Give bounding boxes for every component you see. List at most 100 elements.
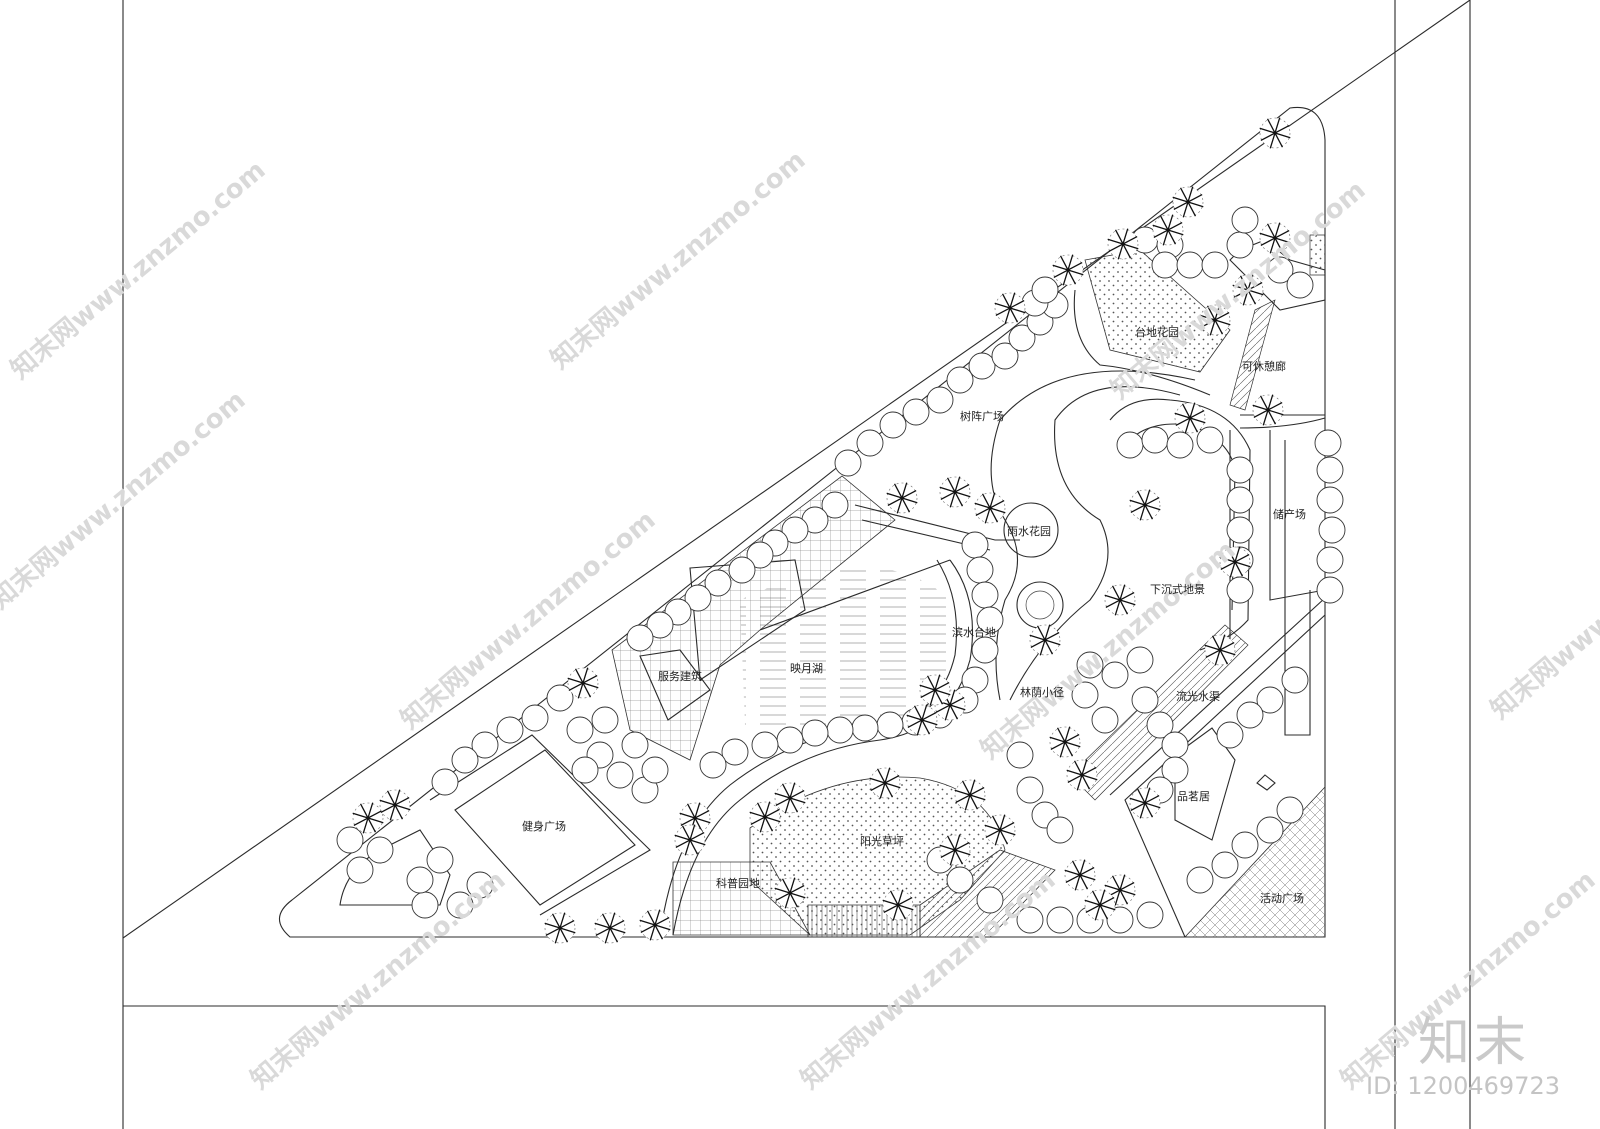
feature-tree <box>1232 274 1264 306</box>
tree-canopy <box>776 726 804 754</box>
tree-canopy <box>1316 456 1344 484</box>
tree-canopy <box>834 449 862 477</box>
tree-canopy <box>1226 516 1254 544</box>
tree-canopy <box>1316 486 1344 514</box>
watermark-text-8: 知末网www.znzmo.com <box>245 865 511 1095</box>
tree-canopy <box>1226 456 1254 484</box>
tree-canopy <box>1256 816 1284 844</box>
feature-tree <box>1066 759 1098 791</box>
tree-canopy <box>1146 711 1174 739</box>
tree-canopy <box>571 756 599 784</box>
tree-canopy <box>1006 741 1034 769</box>
tree-canopy <box>1231 206 1259 234</box>
label-fitness-plaza: 健身广场 <box>522 819 566 833</box>
tree-canopy <box>1316 576 1344 604</box>
feature-tree <box>1252 394 1284 426</box>
tree-canopy <box>966 556 994 584</box>
tree-canopy <box>856 429 884 457</box>
tree-canopy <box>1126 646 1154 674</box>
tree-canopy <box>496 716 524 744</box>
tree-canopy <box>976 606 1004 634</box>
tree-canopy <box>781 516 809 544</box>
tree-canopy <box>971 581 999 609</box>
feature-tree <box>882 889 914 921</box>
feature-tree <box>1152 214 1184 246</box>
label-tree-array-plaza: 树阵广场 <box>960 409 1004 423</box>
label-heritage-plaza: 储产场 <box>1273 507 1306 521</box>
paving-areas <box>611 234 1326 938</box>
tree-canopy <box>626 624 654 652</box>
tree-canopy <box>721 738 749 766</box>
feature-tree <box>1064 859 1096 891</box>
tree-canopy <box>976 886 1004 914</box>
feature-tree <box>906 704 938 736</box>
tree-canopy <box>1131 686 1159 714</box>
watermark-text-2: 知末网www.znzmo.com <box>545 145 811 375</box>
feature-tree <box>1029 624 1061 656</box>
tree-canopy <box>1256 686 1284 714</box>
feature-tree <box>1052 254 1084 286</box>
tree-canopy <box>704 569 732 597</box>
tree-canopy <box>1106 906 1134 934</box>
feature-tree <box>1259 222 1291 254</box>
feature-tree <box>594 912 626 944</box>
feature-tree <box>1107 228 1139 260</box>
tree-canopy <box>876 711 904 739</box>
tree-canopy <box>801 719 829 747</box>
feature-tree <box>1049 726 1081 758</box>
brand-watermark: 知末 <box>1417 1013 1530 1073</box>
feature-tree <box>639 909 671 941</box>
feature-tree <box>1199 304 1231 336</box>
tree-canopy <box>1031 276 1059 304</box>
tree-canopy <box>641 756 669 784</box>
tree-canopy <box>968 352 996 380</box>
tree-canopy <box>926 386 954 414</box>
label-sunshine-lawn: 阳光草坪 <box>860 834 904 848</box>
tree-canopy <box>1161 731 1189 759</box>
tree-canopy <box>751 731 779 759</box>
tree-canopy <box>991 342 1019 370</box>
tree-canopy <box>606 761 634 789</box>
label-flowing-channel: 流光水渠 <box>1176 689 1220 703</box>
tree-canopy <box>1008 324 1036 352</box>
feature-tree <box>984 814 1016 846</box>
tree-canopy <box>1196 426 1224 454</box>
feature-tree <box>379 789 411 821</box>
feature-tree <box>974 492 1006 524</box>
tree-canopy <box>336 826 364 854</box>
tree-canopy <box>1201 251 1229 279</box>
tree-canopy <box>406 866 434 894</box>
tree-canopy <box>1266 256 1294 284</box>
tree-canopy <box>1136 901 1164 929</box>
tree-canopy <box>821 491 849 519</box>
feature-tree <box>939 834 971 866</box>
tree-canopy <box>366 836 394 864</box>
feature-tree <box>567 667 599 699</box>
feature-tree <box>869 767 901 799</box>
feature-tree <box>1219 546 1251 578</box>
feature-tree <box>774 877 806 909</box>
tree-canopy <box>431 768 459 796</box>
tree-canopy <box>1226 231 1254 259</box>
tree-canopy <box>1016 906 1044 934</box>
tree-canopy <box>1226 576 1254 604</box>
tree-canopy <box>684 584 712 612</box>
tree-canopy <box>946 366 974 394</box>
tree-canopy <box>471 731 499 759</box>
label-rain-garden: 雨水花园 <box>1007 525 1051 538</box>
tree-canopy <box>879 411 907 439</box>
tree-canopy <box>699 751 727 779</box>
label-fragrance-path: 科普园地 <box>716 876 760 890</box>
tree-canopy <box>566 716 594 744</box>
feature-tree <box>352 802 384 834</box>
id-watermark: ID: 1200469723 <box>1366 1072 1560 1100</box>
feature-tree <box>1129 787 1161 819</box>
label-waterfront-terrace: 滨水台地 <box>952 625 996 639</box>
tree-canopy <box>1231 831 1259 859</box>
area-labels: 树阵广场 雨水花园 下沉式地景 滨水台地 服务建筑 映月湖 林荫小径 流光水渠 … <box>522 325 1306 905</box>
label-activity-plaza: 活动广场 <box>1260 891 1304 905</box>
tree-canopy <box>1281 666 1309 694</box>
feature-tree <box>544 912 576 944</box>
drawing-frame <box>122 0 1471 1129</box>
feature-tree <box>1104 584 1136 616</box>
